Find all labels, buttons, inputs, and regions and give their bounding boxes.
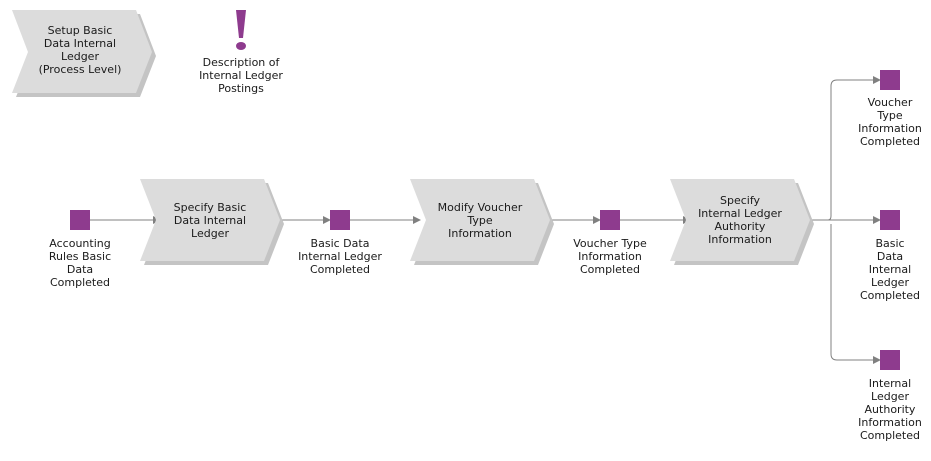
function-f3-label: Specify Internal Ledger Authority Inform… <box>698 194 782 246</box>
event-e2-marker[interactable] <box>330 210 350 230</box>
event-e3-label: Voucher Type Information Completed <box>573 237 647 276</box>
function-f3[interactable] <box>670 179 814 265</box>
process-interface-shape[interactable] <box>12 10 156 97</box>
function-f2-label: Modify Voucher Type Information <box>437 201 523 240</box>
connector-f3-split <box>812 79 880 361</box>
connectors <box>90 76 881 364</box>
event-e5-marker[interactable] <box>880 210 900 230</box>
event-e2-label: Basic Data Internal Ledger Completed <box>298 237 382 276</box>
process-interface-label: Setup Basic Data Internal Ledger (Proces… <box>38 24 122 76</box>
event-e5-label: Basic Data Internal Ledger Completed <box>860 237 920 302</box>
event-e3-marker[interactable] <box>600 210 620 230</box>
function-f1-label: Specify Basic Data Internal Ledger <box>173 201 247 240</box>
event-e1-marker[interactable] <box>70 210 90 230</box>
event-e6-label: Internal Ledger Authority Information Co… <box>858 377 922 442</box>
event-e4-marker[interactable] <box>880 70 900 90</box>
exclamation-icon <box>236 10 246 50</box>
function-f2[interactable] <box>410 179 554 265</box>
event-e6-marker[interactable] <box>880 350 900 370</box>
event-e4-label: Voucher Type Information Completed <box>858 96 922 148</box>
information-object-label: Description of Internal Ledger Postings <box>199 56 283 95</box>
function-f1[interactable] <box>140 179 284 265</box>
event-e1-label: Accounting Rules Basic Data Completed <box>48 237 112 289</box>
